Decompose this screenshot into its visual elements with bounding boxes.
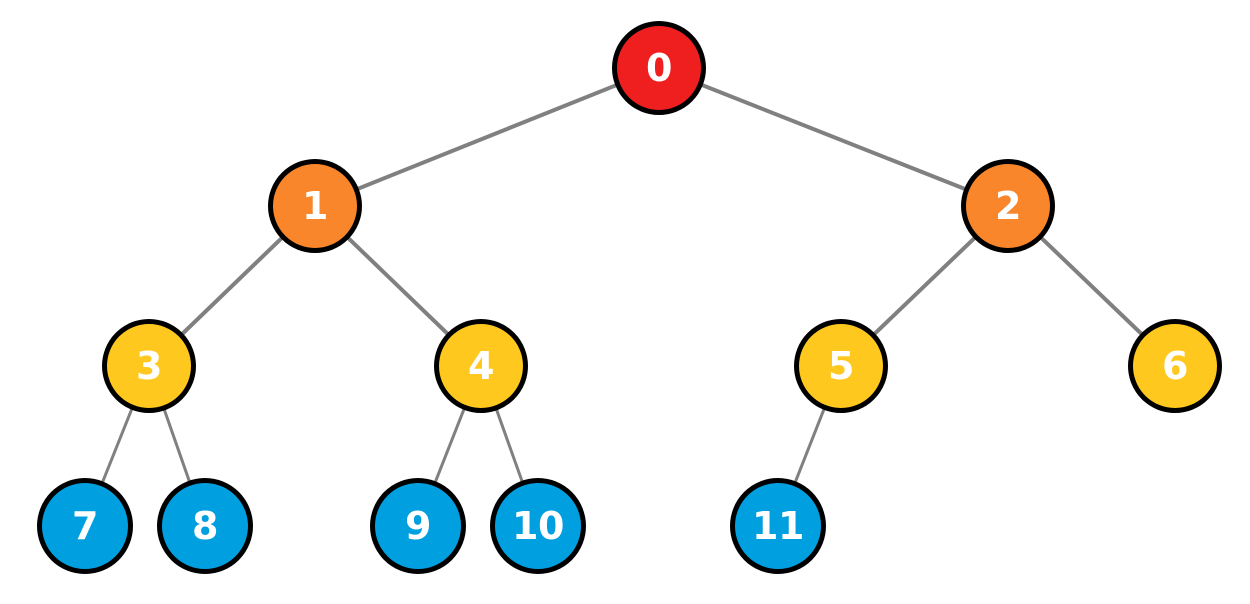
tree-node-label: 6 xyxy=(1162,344,1188,388)
tree-node-3[interactable]: 3 xyxy=(102,319,196,413)
tree-node-4[interactable]: 4 xyxy=(434,319,528,413)
tree-node-label: 1 xyxy=(302,184,328,228)
tree-node-9[interactable]: 9 xyxy=(370,478,466,574)
tree-node-label: 0 xyxy=(646,46,672,90)
tree-node-6[interactable]: 6 xyxy=(1128,319,1222,413)
tree-node-2[interactable]: 2 xyxy=(961,159,1055,253)
tree-node-10[interactable]: 10 xyxy=(490,478,586,574)
tree-node-label: 4 xyxy=(468,344,494,388)
tree-node-1[interactable]: 1 xyxy=(268,159,362,253)
tree-node-label: 8 xyxy=(192,504,218,548)
tree-node-7[interactable]: 7 xyxy=(37,478,133,574)
tree-node-label: 10 xyxy=(512,504,564,548)
tree-node-0[interactable]: 0 xyxy=(612,21,706,115)
tree-edge xyxy=(658,66,1009,208)
tree-node-label: 11 xyxy=(752,504,804,548)
tree-node-11[interactable]: 11 xyxy=(730,478,826,574)
tree-node-5[interactable]: 5 xyxy=(794,319,888,413)
tree-node-label: 3 xyxy=(136,344,162,388)
tree-edge xyxy=(314,66,660,208)
tree-node-label: 7 xyxy=(72,504,98,548)
tree-node-8[interactable]: 8 xyxy=(157,478,253,574)
tree-node-label: 5 xyxy=(828,344,854,388)
tree-node-label: 9 xyxy=(405,504,431,548)
tree-node-label: 2 xyxy=(995,184,1021,228)
